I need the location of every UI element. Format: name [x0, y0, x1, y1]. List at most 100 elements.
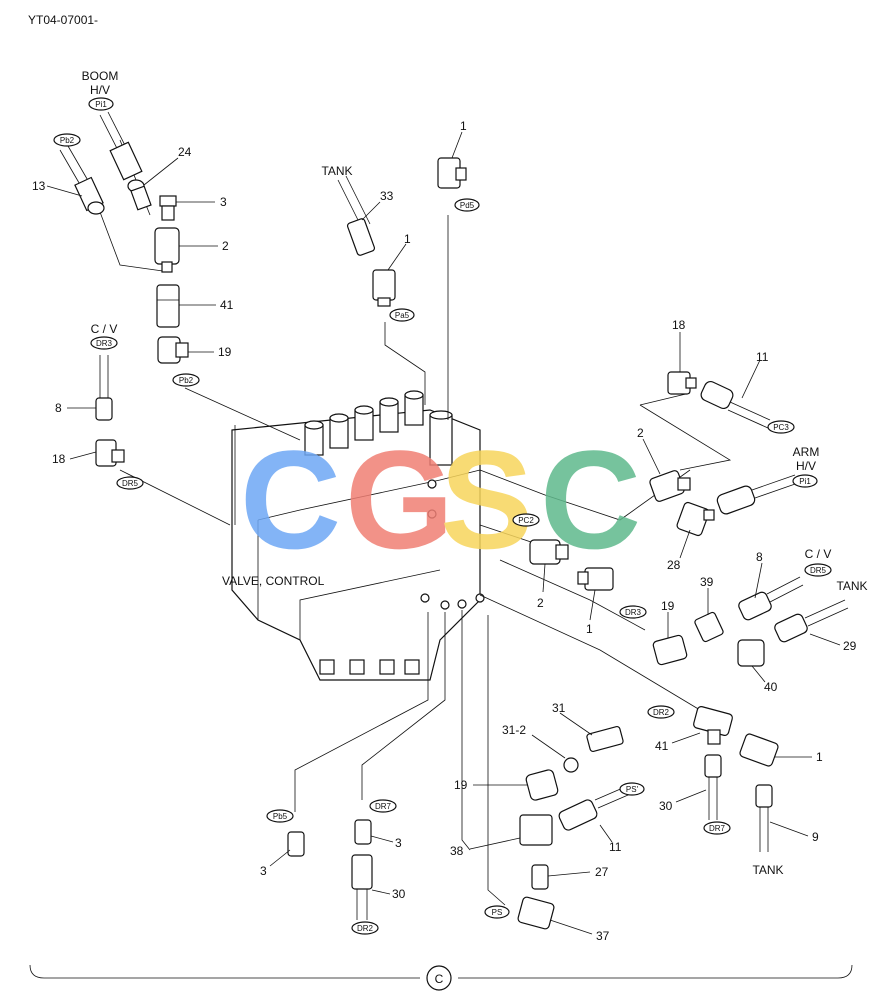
callout-19: 19 — [218, 345, 232, 359]
callout-2: 2 — [537, 596, 544, 610]
callout-19: 19 — [661, 599, 675, 613]
adapter-2-left — [154, 227, 180, 273]
port-tag: Pi1 — [792, 474, 818, 488]
callout-8: 8 — [55, 401, 62, 415]
svg-text:Pb2: Pb2 — [179, 376, 194, 385]
watermark-logo: C G S C — [240, 421, 641, 578]
adapter-41-left — [156, 284, 180, 328]
callout-31-2: 31-2 — [502, 723, 526, 737]
watermark-letter-c2: C — [540, 421, 641, 578]
port-tag: DR2 — [647, 705, 675, 719]
port-tag: DR2 — [351, 921, 379, 935]
svg-text:DR2: DR2 — [357, 924, 374, 933]
port-tag: PC3 — [767, 420, 795, 434]
svg-text:Pi1: Pi1 — [95, 100, 107, 109]
fitting-3-top — [159, 195, 177, 221]
callout-41: 41 — [655, 739, 669, 753]
spool-caps — [304, 390, 453, 466]
fitting-3-dr7 — [354, 819, 372, 845]
tee-41-right — [693, 706, 733, 745]
port-tag: Pb5 — [266, 809, 294, 823]
callout-37: 37 — [596, 929, 610, 943]
tank-hose-29 — [774, 599, 849, 643]
callout-1: 1 — [586, 622, 593, 636]
callout-3: 3 — [260, 864, 267, 878]
pb2-hose-13 — [59, 145, 105, 215]
callout-1: 1 — [404, 232, 411, 246]
svg-text:PS': PS' — [626, 785, 639, 794]
callout-19: 19 — [454, 778, 468, 792]
callouts: 13 24 3 2 41 19 1 33 1 8 18 18 11 2 28 2… — [32, 119, 857, 943]
tank-hose-33 — [337, 175, 376, 256]
block-38 — [519, 814, 553, 846]
port-tag: DR3 — [90, 336, 118, 350]
elbow-37 — [517, 896, 555, 930]
elbow-18-left — [95, 439, 125, 467]
port-tag: DR3 — [619, 605, 647, 619]
callout-2: 2 — [222, 239, 229, 253]
elbow-19-right — [652, 634, 688, 666]
heading-boom-hv: H/V — [90, 83, 110, 97]
callout-40: 40 — [764, 680, 778, 694]
section-letter: C — [435, 972, 444, 986]
pc3-hose-11 — [700, 380, 771, 429]
elbow-19-bottom — [525, 769, 559, 801]
fitting-39 — [694, 611, 724, 643]
hose-8-right — [738, 576, 804, 621]
port-tag: DR7 — [369, 799, 397, 813]
callout-39: 39 — [700, 575, 714, 589]
heading-boom: BOOM — [82, 69, 119, 83]
svg-text:Pi1: Pi1 — [799, 477, 811, 486]
svg-text:Pd5: Pd5 — [460, 201, 475, 210]
callout-11: 11 — [609, 840, 622, 854]
callout-30: 30 — [392, 887, 406, 901]
elbow-1-center — [577, 567, 614, 591]
tank-hose-9 — [755, 784, 773, 852]
elbow-1-pd5 — [437, 157, 467, 189]
callout-38: 38 — [450, 844, 464, 858]
port-tag: DR7 — [703, 821, 731, 835]
heading-arm-hv: H/V — [796, 459, 816, 473]
watermark-letter-g: G — [345, 421, 454, 578]
callout-41: 41 — [220, 298, 234, 312]
callout-30: 30 — [659, 799, 673, 813]
port-tag: Pb2 — [172, 373, 200, 387]
elbow-1-pa5 — [372, 269, 396, 307]
elbow-1-right — [739, 733, 779, 767]
elbow-19-left — [157, 336, 189, 364]
callout-3: 3 — [395, 836, 402, 850]
heading-tank-top: TANK — [321, 164, 352, 178]
port-tag: Pi1 — [88, 97, 114, 111]
callout-11: 11 — [756, 350, 769, 364]
port-tag: PS' — [619, 782, 645, 796]
svg-text:PS: PS — [492, 908, 503, 917]
port-tag: Pa5 — [389, 308, 415, 322]
svg-text:Pb5: Pb5 — [273, 812, 288, 821]
port-tag: Pb2 — [53, 133, 81, 147]
fitting-27 — [531, 864, 549, 890]
svg-text:Pb2: Pb2 — [60, 136, 75, 145]
svg-text:DR5: DR5 — [122, 479, 139, 488]
valve-label: VALVE, CONTROL — [222, 574, 325, 588]
elbow-18-right — [667, 371, 697, 395]
heading-tank-bottom: TANK — [752, 863, 783, 877]
heading-cv-left: C / V — [91, 322, 118, 336]
drain-hose-8-left — [95, 355, 113, 421]
svg-text:DR7: DR7 — [709, 824, 726, 833]
control-valve-body — [231, 390, 485, 681]
svg-text:DR3: DR3 — [625, 608, 642, 617]
watermark-letter-s: S — [440, 421, 533, 578]
svg-text:DR7: DR7 — [375, 802, 392, 811]
hose-30-right — [704, 754, 722, 820]
svg-text:DR5: DR5 — [810, 566, 827, 575]
port-tag: DR5 — [804, 563, 832, 577]
callout-3: 3 — [220, 195, 227, 209]
callout-13: 13 — [32, 179, 46, 193]
elbow-40 — [737, 639, 765, 667]
callout-29: 29 — [843, 639, 857, 653]
callout-24: 24 — [178, 145, 192, 159]
port-tag: PC2 — [512, 513, 540, 527]
heading-tank-right: TANK — [836, 579, 867, 593]
